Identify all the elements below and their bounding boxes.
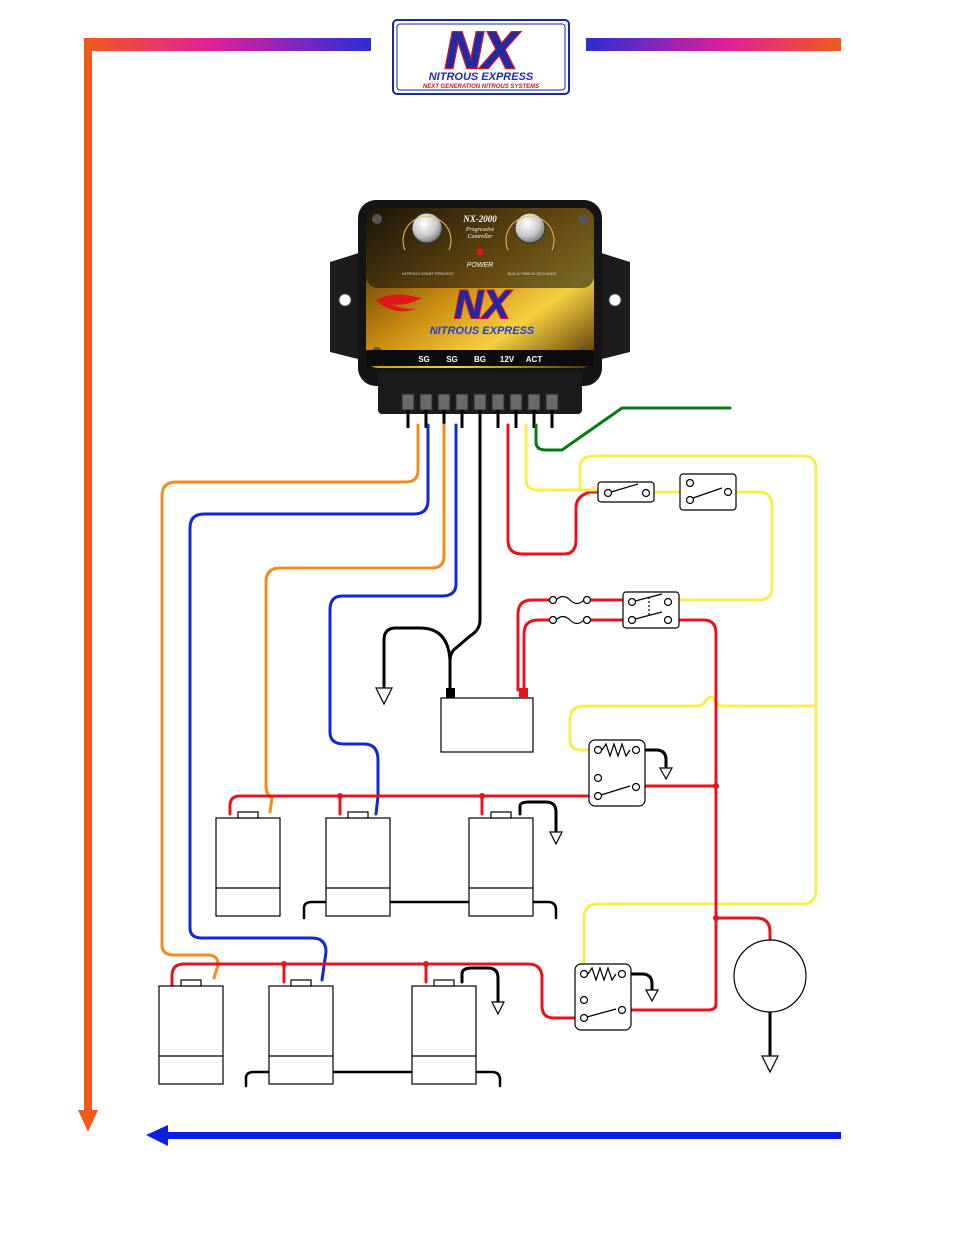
ground-icon <box>660 768 672 779</box>
terminal-label: BG <box>474 355 486 364</box>
wire-red-battery-fuse-b <box>524 620 550 690</box>
wire-red-pump <box>716 918 770 940</box>
double-pole-switch <box>623 592 679 628</box>
wire-red-switch-to-relays <box>622 620 716 1010</box>
top-bar-right <box>586 38 841 51</box>
wire-yellow-loop <box>580 456 816 970</box>
bottom-return-bar <box>160 1132 841 1139</box>
terminal-label: ACT <box>526 355 543 364</box>
solenoid <box>216 812 280 916</box>
solenoid <box>412 980 476 1084</box>
knob-right-caption: BUILD TIME IN SECONDS <box>508 271 557 276</box>
controller-model: NX-2000 <box>462 214 497 224</box>
arming-switch <box>598 482 654 502</box>
wire-red-bus-lower <box>172 964 584 1018</box>
solenoid <box>159 980 223 1084</box>
nitrous-start-knob[interactable] <box>412 213 442 243</box>
wire-red-fuse-to-switch <box>590 600 626 620</box>
left-arrow-icon <box>146 1125 168 1146</box>
wire-green <box>536 408 730 450</box>
wire-black-ground <box>384 628 450 690</box>
nx-logo: NX NITROUS EXPRESS NEXT GENERATION NITRO… <box>393 20 569 94</box>
power-led <box>477 249 484 256</box>
ground-icon <box>550 832 562 844</box>
controller-brand-mark: NX <box>454 283 512 327</box>
ground-icon <box>492 1002 504 1014</box>
controller-subtitle-2: Controller <box>467 234 493 240</box>
down-arrow-icon <box>78 1110 98 1132</box>
solenoid <box>269 980 333 1084</box>
solenoids <box>159 812 533 1084</box>
ground-icon <box>762 1056 778 1072</box>
battery-negative-terminal <box>446 688 455 698</box>
left-vertical-bar <box>84 38 92 1113</box>
battery-positive-terminal <box>519 688 528 698</box>
ground-icon <box>646 990 658 1001</box>
controller-subtitle-1: Progressive <box>465 227 495 233</box>
relay-upper <box>589 740 645 806</box>
terminal-label: 12V <box>500 355 515 364</box>
fuses <box>550 597 591 624</box>
ground-icon <box>376 688 392 704</box>
wire-red-bus-upper <box>230 796 598 814</box>
battery <box>441 688 533 752</box>
power-label: POWER <box>467 262 493 269</box>
top-bar-left <box>84 38 371 51</box>
fuel-pump <box>734 940 806 1012</box>
terminal-label: SG <box>446 355 458 364</box>
activation-switch <box>680 474 736 510</box>
nx-2000-controller: NX-2000 Progressive Controller POWER NIT… <box>330 200 630 428</box>
logo-line-2: NEXT GENERATION NITROUS SYSTEMS <box>423 84 539 90</box>
knob-left-caption: NITROUS START PERCENT <box>402 271 455 276</box>
terminal-label: SG <box>418 355 430 364</box>
solenoid <box>326 812 390 916</box>
controller-brand-text: NITROUS EXPRESS <box>430 325 535 337</box>
build-time-knob[interactable] <box>515 213 545 243</box>
solenoid <box>469 812 533 916</box>
logo-line-1: NITROUS EXPRESS <box>429 71 534 83</box>
relay-lower <box>575 964 631 1030</box>
